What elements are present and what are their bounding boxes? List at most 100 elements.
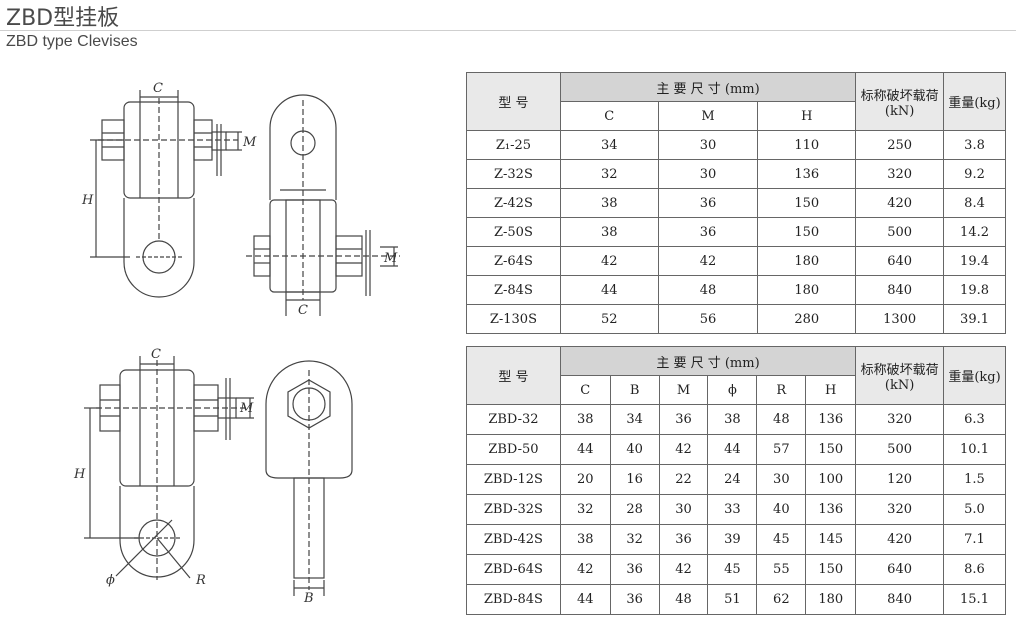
cell-c: 34	[559, 130, 659, 160]
cell-load: 1300	[855, 304, 945, 334]
cell-m: 42	[658, 434, 709, 465]
cell-h: 136	[757, 159, 857, 189]
cell-model: Z-32S	[466, 159, 561, 189]
spec-table-z: 型 号 主 要 尺 寸 (mm) 标称破坏载荷 (kN) 重量(kg) C M …	[466, 72, 1006, 334]
cell-c: 38	[559, 217, 659, 247]
dim-label-h3: H	[73, 467, 86, 482]
cell-b: 36	[609, 554, 660, 585]
header-dim-m: M	[657, 101, 759, 131]
dim-label-m1: M	[242, 135, 257, 150]
header-load-unit: (kN)	[884, 377, 915, 393]
dim-label-m3: M	[239, 401, 254, 416]
cell-load: 250	[855, 130, 945, 160]
cell-weight: 7.1	[943, 524, 1006, 555]
dim-label-c2: C	[298, 303, 308, 318]
cell-b: 34	[609, 404, 660, 435]
dim-label-m2: M	[383, 251, 398, 266]
cell-c: 44	[559, 434, 611, 465]
cell-weight: 19.4	[943, 246, 1006, 276]
dim-label-phi: ϕ	[106, 573, 115, 588]
header-model: 型 号	[466, 346, 561, 405]
cell-model: ZBD-84S	[466, 584, 561, 615]
header-load-label: 标称破坏载荷	[860, 88, 939, 104]
cell-model: ZBD-12S	[466, 464, 561, 495]
drawing-zbd-side	[265, 360, 353, 596]
cell-h: 136	[805, 404, 857, 435]
cell-r: 57	[756, 434, 807, 465]
cell-b: 36	[609, 584, 660, 615]
page-subtitle: ZBD type Clevises	[6, 33, 138, 50]
cell-c: 32	[559, 494, 611, 525]
cell-weight: 14.2	[943, 217, 1006, 247]
cell-m: 30	[658, 494, 709, 525]
cell-h: 136	[805, 494, 857, 525]
cell-h: 100	[805, 464, 857, 495]
cell-h: 150	[757, 188, 857, 218]
cell-load: 320	[855, 404, 944, 435]
cell-model: Z₁-25	[466, 130, 561, 160]
cell-c: 44	[559, 275, 659, 305]
cell-weight: 6.3	[943, 404, 1006, 435]
cell-r: 55	[756, 554, 807, 585]
cell-weight: 1.5	[943, 464, 1006, 495]
dim-label-r: R	[195, 573, 206, 588]
cell-phi: 33	[707, 494, 758, 525]
cell-h: 145	[805, 524, 857, 555]
cell-load: 320	[855, 159, 945, 189]
cell-m: 30	[657, 130, 759, 160]
cell-m: 22	[658, 464, 709, 495]
cell-c: 52	[559, 304, 659, 334]
header-dim-c: C	[559, 375, 611, 405]
cell-weight: 5.0	[943, 494, 1006, 525]
cell-phi: 38	[707, 404, 758, 435]
header-main-dims: 主 要 尺 寸 (mm)	[559, 72, 857, 102]
header-weight: 重量(kg)	[943, 72, 1006, 131]
cell-load: 840	[855, 584, 944, 615]
cell-load: 420	[855, 188, 945, 218]
cell-m: 48	[658, 584, 709, 615]
cell-h: 150	[805, 434, 857, 465]
dim-label-b: B	[303, 591, 314, 606]
header-load: 标称破坏载荷 (kN)	[855, 346, 944, 405]
cell-phi: 39	[707, 524, 758, 555]
cell-r: 48	[756, 404, 807, 435]
cell-h: 280	[757, 304, 857, 334]
cell-h: 150	[805, 554, 857, 585]
cell-r: 40	[756, 494, 807, 525]
cell-m: 30	[657, 159, 759, 189]
cell-b: 16	[609, 464, 660, 495]
header-dim-h: H	[757, 101, 857, 131]
cell-m: 36	[658, 524, 709, 555]
dim-label-h1: H	[81, 193, 94, 208]
cell-b: 40	[609, 434, 660, 465]
dim-label-c1: C	[153, 81, 163, 96]
cell-weight: 8.6	[943, 554, 1006, 585]
cell-load: 320	[855, 494, 944, 525]
cell-weight: 9.2	[943, 159, 1006, 189]
title-divider	[0, 30, 1016, 31]
cell-m: 48	[657, 275, 759, 305]
cell-phi: 24	[707, 464, 758, 495]
cell-m: 36	[657, 188, 759, 218]
cell-m: 42	[657, 246, 759, 276]
cell-c: 38	[559, 188, 659, 218]
cell-weight: 15.1	[943, 584, 1006, 615]
cell-model: Z-50S	[466, 217, 561, 247]
drawing-z-side	[246, 94, 400, 316]
cell-weight: 19.8	[943, 275, 1006, 305]
spec-table-zbd: 型 号 主 要 尺 寸 (mm) 标称破坏载荷 (kN) 重量(kg) C B …	[466, 346, 1006, 615]
header-model: 型 号	[466, 72, 561, 131]
cell-m: 36	[657, 217, 759, 247]
cell-phi: 51	[707, 584, 758, 615]
